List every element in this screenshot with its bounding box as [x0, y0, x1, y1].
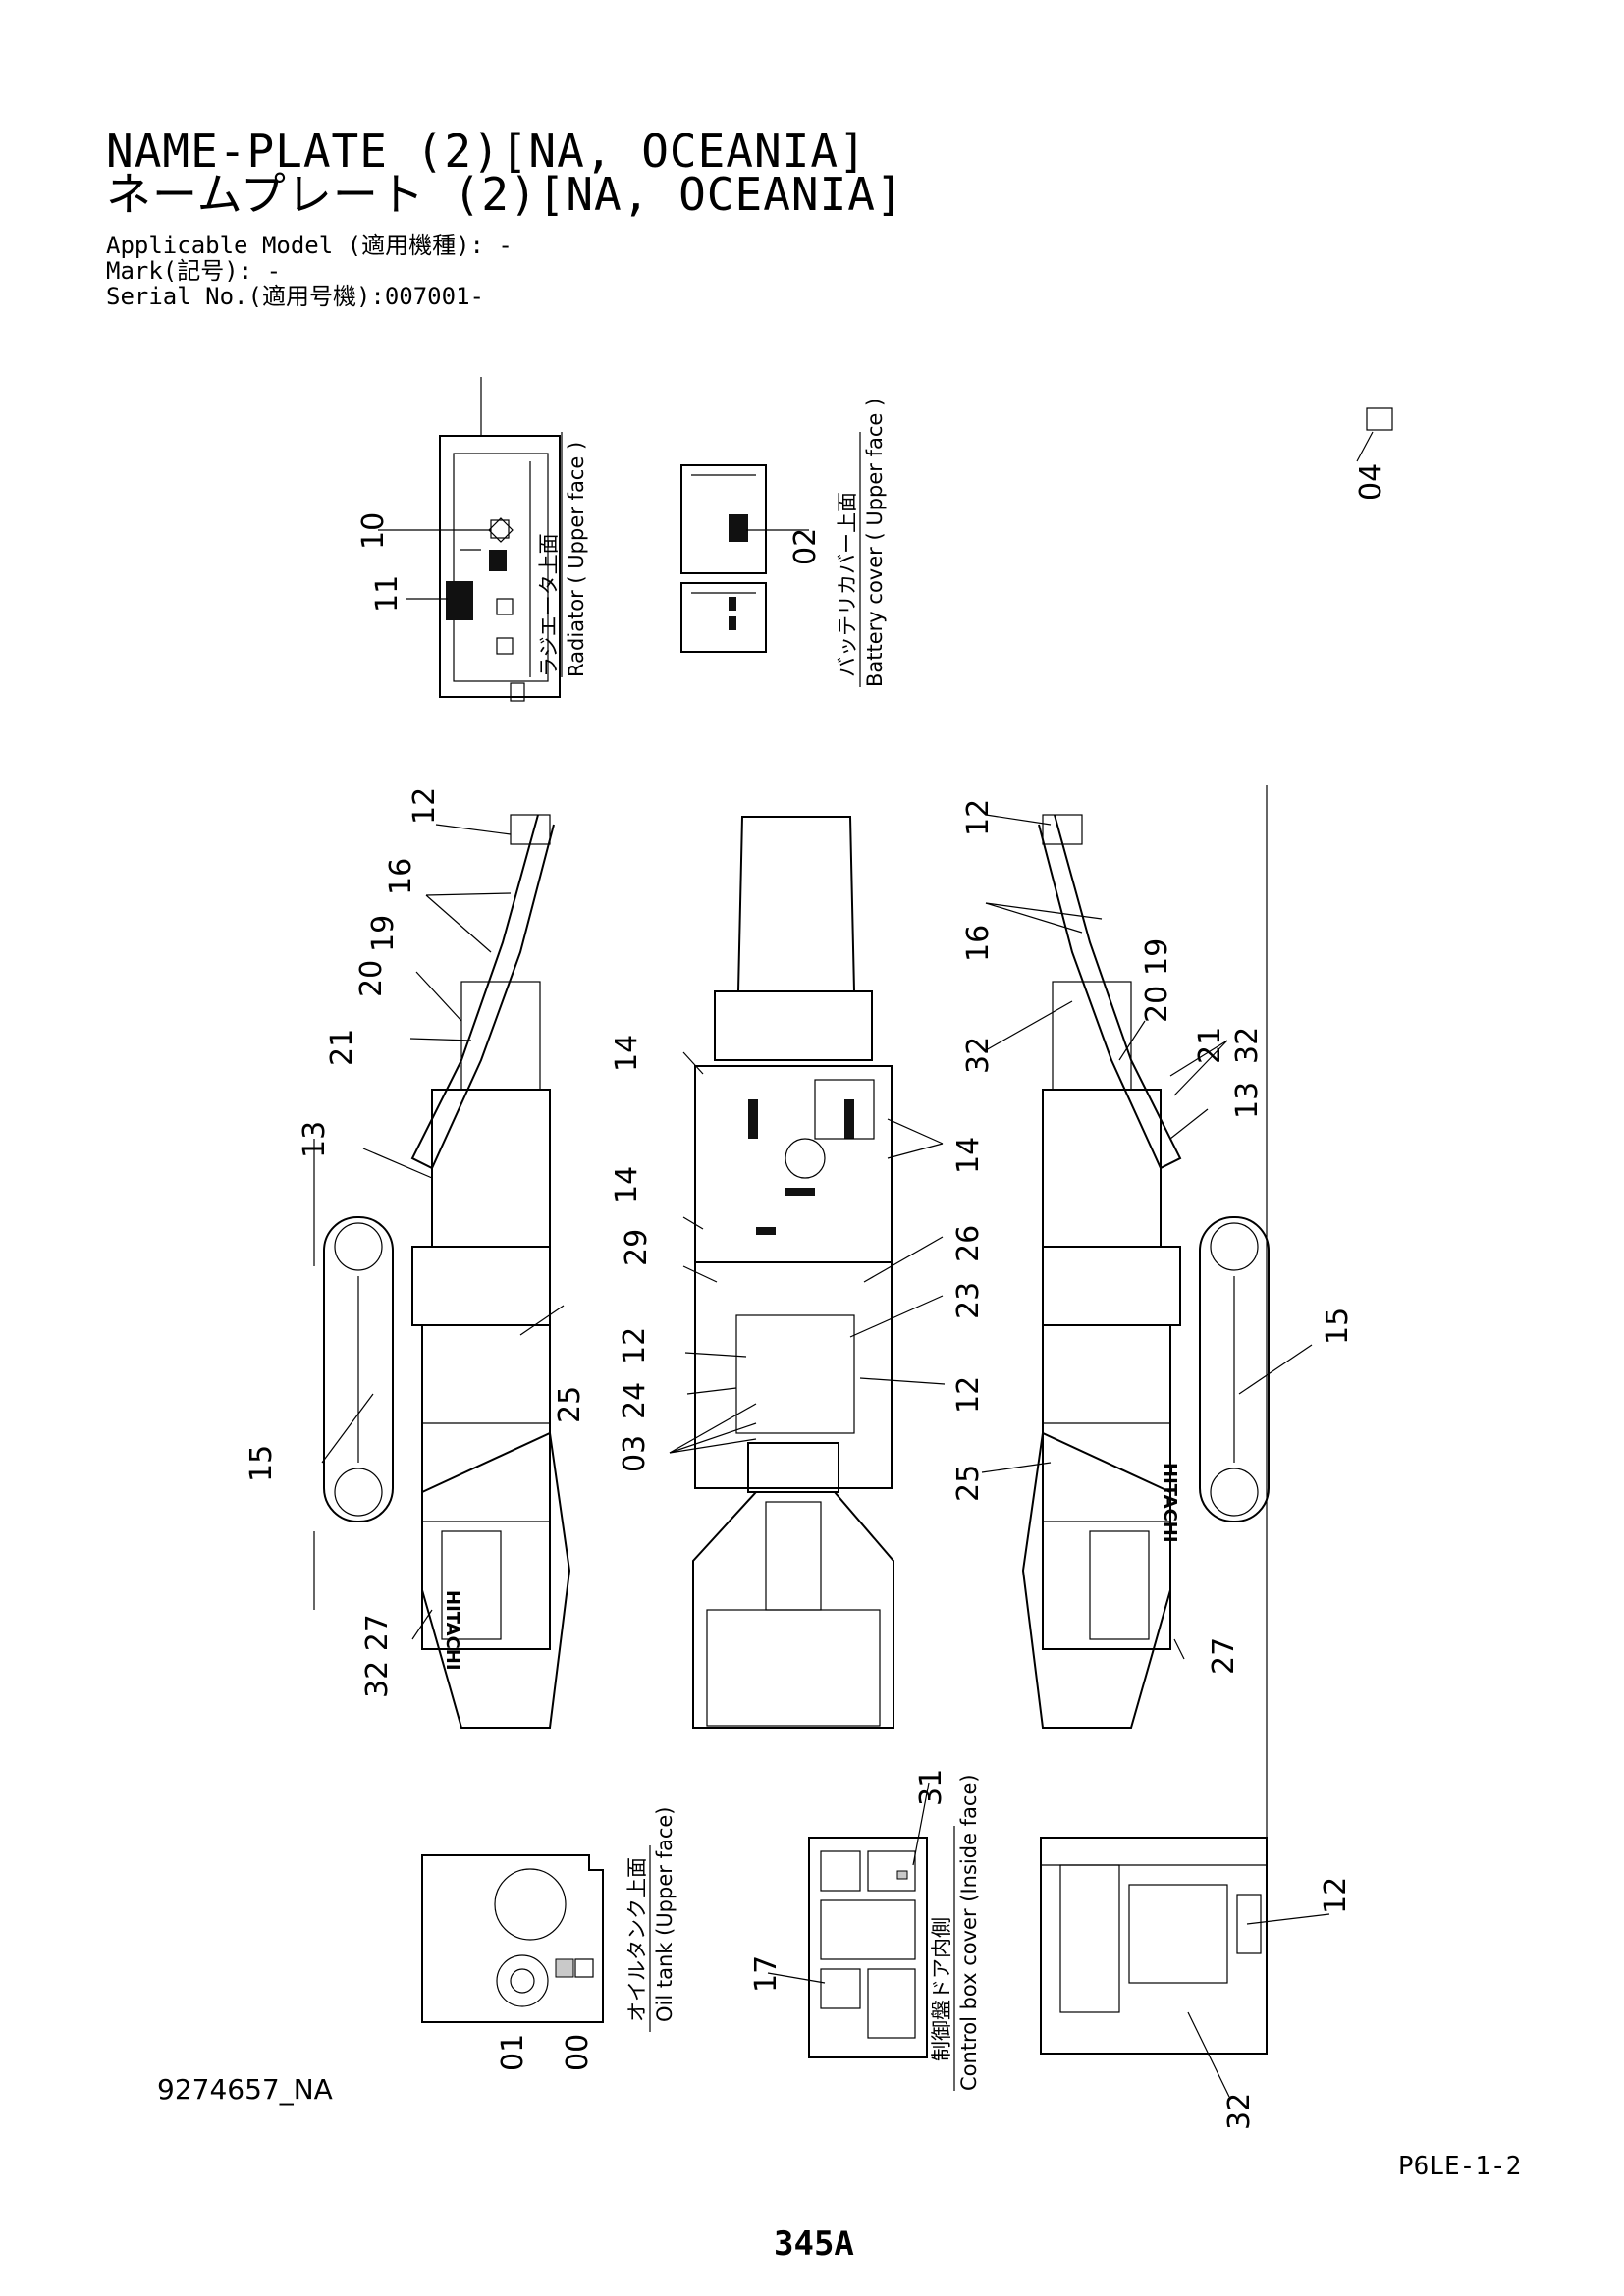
callout-19-right: 19: [1140, 938, 1174, 976]
callout-29: 29: [620, 1229, 654, 1266]
callout-31: 31: [914, 1769, 948, 1806]
oil-tank-view: [421, 1854, 604, 2023]
page-code: P6LE-1-2: [1398, 2152, 1522, 2181]
radiator-caption-jp: ラジエータ上面: [537, 533, 561, 677]
callout-21-left: 21: [325, 1029, 359, 1066]
callout-13-right: 13: [1230, 1082, 1265, 1119]
callout-12-right: 12: [961, 799, 996, 836]
callout-00: 00: [561, 2034, 595, 2071]
callout-23: 23: [951, 1282, 986, 1319]
callout-12-top-b: 12: [951, 1376, 986, 1414]
plate-04: [1366, 407, 1393, 431]
battery-caption-en: Battery cover ( Upper face ): [863, 399, 887, 687]
leader-lines: [321, 529, 1330, 2098]
callout-12-top-a: 12: [618, 1327, 652, 1364]
callout-16-right: 16: [961, 925, 996, 962]
callout-04: 04: [1354, 463, 1388, 501]
callout-13-left: 13: [298, 1121, 332, 1158]
callout-21-right: 21: [1193, 1027, 1227, 1064]
callout-15-left: 15: [244, 1445, 279, 1482]
machine-left-side-view: [313, 814, 571, 1729]
brand-right: HITACHI: [1160, 1463, 1180, 1543]
radiator-view: [439, 377, 561, 702]
callout-12-left: 12: [407, 787, 442, 825]
callout-03: 03: [618, 1435, 652, 1472]
callout-numbers: 10 11 02 04 12 16 19 20 21 13 15 25 32 2…: [244, 463, 1388, 2130]
oil-tank-caption-en: Oil tank (Upper face): [653, 1807, 677, 2023]
page-title-jp: ネームプレート (2)[NA, OCEANIA]: [106, 168, 904, 221]
callout-11: 11: [370, 575, 405, 613]
mark: Mark(記号): -: [106, 257, 282, 285]
callout-20-left: 20: [354, 960, 389, 997]
callout-20-right: 20: [1140, 986, 1174, 1023]
callout-12-lower: 12: [1319, 1877, 1353, 1914]
callout-25-left: 25: [553, 1386, 587, 1423]
machine-right-side-view: [1021, 785, 1270, 1963]
callout-15-right: 15: [1321, 1308, 1355, 1345]
document-id: 9274657_NA: [157, 2073, 333, 2106]
brand-left: HITACHI: [442, 1590, 462, 1671]
callout-17: 17: [749, 1955, 784, 1993]
control-box-view: [808, 1837, 928, 2058]
machine-top-view: [692, 816, 894, 1729]
callout-26: 26: [951, 1225, 986, 1262]
callout-32-27-left: 32 27: [360, 1614, 395, 1698]
callout-16-left: 16: [384, 858, 418, 895]
callout-32-right: 32: [961, 1037, 996, 1074]
lower-right-detail: [1040, 1837, 1268, 2055]
callout-10: 10: [356, 512, 391, 550]
callout-02: 02: [788, 528, 823, 565]
callout-24: 24: [618, 1382, 652, 1419]
control-box-caption-en: Control box cover (Inside face): [957, 1774, 981, 2091]
control-box-caption-jp: 制御盤ドア内側: [930, 1917, 953, 2061]
battery-caption-jp: バッテリカバー上面: [836, 492, 859, 677]
callout-19-left: 19: [366, 915, 401, 952]
radiator-caption-en: Radiator ( Upper face ): [565, 442, 588, 677]
callout-14-a: 14: [610, 1035, 644, 1072]
page-number: 345A: [774, 2224, 854, 2264]
callout-14-c: 14: [951, 1137, 986, 1174]
oil-tank-caption-jp: オイルタンク上面: [625, 1857, 649, 2022]
callout-32-right-b: 32: [1230, 1027, 1265, 1064]
battery-cover-view: [680, 464, 767, 653]
page-title: NAME-PLATE (2)[NA, OCEANIA]: [106, 125, 867, 178]
callout-27-right: 27: [1207, 1637, 1241, 1675]
callout-32-lower: 32: [1222, 2093, 1257, 2130]
callout-14-b: 14: [610, 1166, 644, 1203]
callout-25-right: 25: [951, 1465, 986, 1502]
serial-no: Serial No.(適用号機):007001-: [106, 283, 484, 310]
applicable-model: Applicable Model (適用機種): -: [106, 232, 513, 259]
callout-01: 01: [496, 2034, 530, 2071]
